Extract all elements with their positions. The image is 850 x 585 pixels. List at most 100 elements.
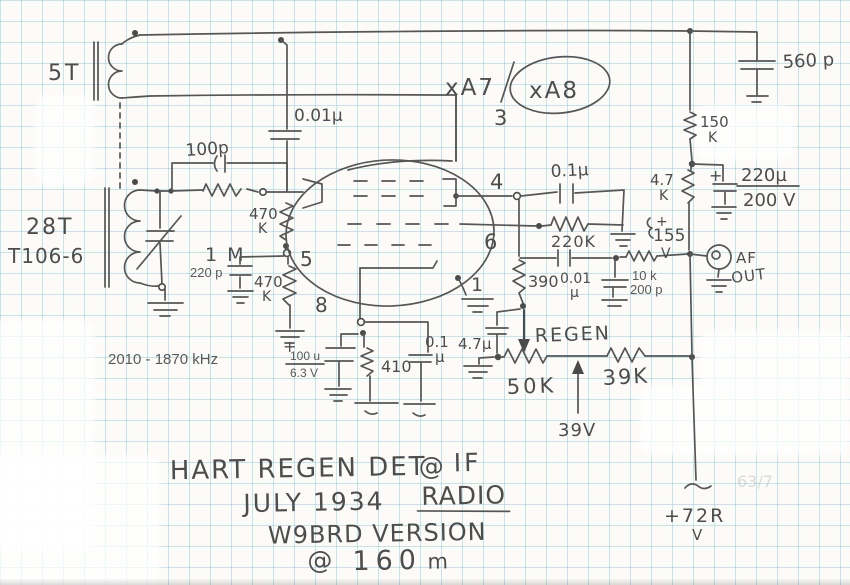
resistor-39k [606,347,695,363]
resistor-4.7k [681,165,695,251]
label-50k: 50K [506,373,556,399]
voltage-155-annotation [646,217,654,239]
label-10k: 10 k [632,268,657,283]
label-150k-unit: K [708,130,718,146]
label-100u-voltage: 6.3 V [290,366,318,380]
resistor-1m-grid-leak [202,183,304,197]
title-line1: HART REGEN DET [170,452,427,486]
label-0.1-cath-unit: µ [435,348,445,366]
label-220p: 220 p [190,265,223,280]
resistor-10k [619,250,689,262]
tube-type-right: xA8 [529,78,579,104]
regen-wiper-arrow [518,308,530,353]
label-39k: 39K [602,364,650,390]
pin4-wire [453,191,558,201]
label-200p: 200 p [630,282,663,297]
label-out: OUT [730,265,767,287]
pin1-ground [455,275,494,313]
title-block: HART REGEN DET @ IF JULY 1934 RADIO W9BR… [170,448,511,577]
potentiometer-50k [500,348,608,364]
capacitor-4.7u [463,308,521,379]
label-4.7u: 4.7µ [458,335,492,353]
label-220k: 220K [551,232,596,251]
label-t106-6: T106-6 [7,244,84,268]
label-28t: 28T [26,215,73,240]
label-100u-value: 100 u [290,349,320,363]
label-af: AF [736,249,757,267]
plus-220u: + [709,166,722,185]
label-0.1u-coupling: 0.1µ [550,160,589,182]
label-220u-voltage: 200 V [743,190,796,211]
title-line1-at: @ [419,451,445,480]
tube-type-left: xA7 [445,75,495,101]
label-4.7k-unit: K [659,188,669,204]
label-410: 410 [381,357,412,376]
capacitor-0.1u-cathode [363,321,436,417]
title-line4-unit: m [427,549,448,573]
label-155-plus: + [656,214,668,230]
title-line1-end: IF [453,448,481,477]
label-220u-value: 220µ [741,165,787,186]
label-72r: +72R [664,505,725,527]
label-470k-lower-unit: K [262,289,272,305]
pin-5-label: 5 [300,247,313,271]
resistor-410 [354,332,399,415]
capacitor-220p [227,255,285,304]
resistor-150k [683,30,697,168]
label-470k-upper-value: 470 [249,205,278,223]
label-390: 390 [528,272,559,291]
capacitor-0.01u-af [519,249,619,267]
label-155-unit: V [661,246,671,262]
transformer-secondary-28t [104,179,204,288]
title-line3: W9BRD VERSION [268,518,487,550]
capacitor-560p [738,60,776,103]
pin6-wire [459,223,542,229]
transformer-primary-5t [93,34,151,101]
resistor-390 [512,259,526,309]
label-470k-lower-value: 470 [254,273,283,291]
title-line4-at: @ [307,545,333,574]
capacitor-220u [691,163,738,220]
plate-wire [149,93,457,162]
label-155: 155 [653,226,685,246]
label-150k-value: 150 [700,113,729,131]
label-39v: 39V [558,420,596,441]
title-line2: JULY 1934 [241,487,385,518]
paper-edge-shadow [0,579,850,585]
resistor-470k-lower [275,256,305,344]
label-5t: 5T [48,61,81,86]
supply-rail-down [684,254,712,490]
label-tuning-range: 2010 - 1870 kHz [108,351,218,368]
tube-type-label [500,55,611,115]
top-rail-wire [132,28,758,61]
label-0.01u-top: 0.01µ [294,106,343,126]
label-0.01-af-unit: µ [570,285,579,301]
label-72r-unit: V [692,526,703,544]
label-560p: 560 p [782,49,835,73]
label-regen: REGEN [534,322,611,347]
capacitor-0.01u-top [268,39,302,193]
cathode-node [356,267,366,336]
capacitor-0.1u-coupling [559,183,636,247]
label-1m: 1 M [205,244,246,266]
af-out-jack [687,244,732,293]
capacitor-100u [324,333,359,402]
tube-envelope [285,94,495,307]
title-underline [416,510,511,513]
pin-3-label: 3 [494,106,507,130]
label-100p: 100p [185,138,230,161]
title-line4-value: 160 [352,545,422,577]
pin-4-label: 4 [490,170,503,194]
pin-1-label: 1 [471,274,483,296]
label-0.01-af-value: 0.01 [560,271,591,287]
label-470k-upper-unit: K [258,221,268,237]
pin-8-label: 8 [315,293,328,317]
voltage-39v-arrow [572,360,584,414]
resistor-220k [541,216,624,232]
label-0.1-cath-value: 0.1 [425,333,449,351]
label-4.7k-value: 4.7 [650,171,674,189]
capacitor-200p [601,259,629,307]
plus-100u: + [283,337,296,356]
